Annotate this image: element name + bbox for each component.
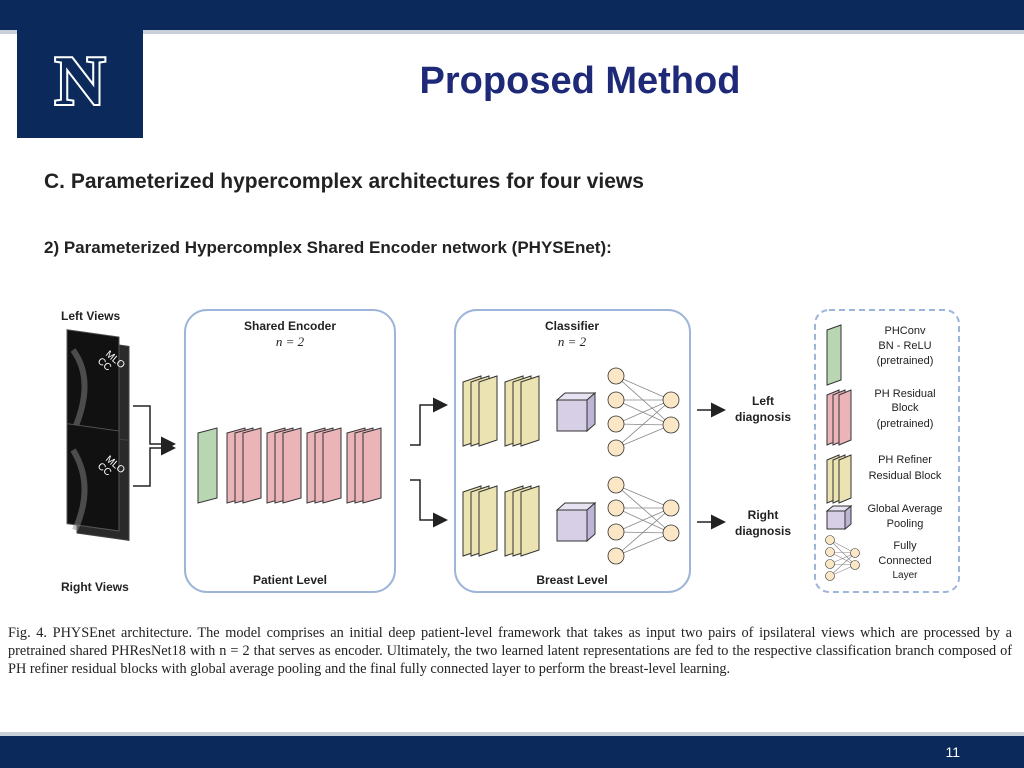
right-branch-fc-layer [607,476,680,565]
svg-text:PHConv: PHConv [885,325,926,337]
legend-refiner-block: PH Refiner Residual Block [826,454,942,504]
n-logo-icon: N [53,41,108,122]
encoder-footer: Patient Level [253,573,327,587]
legend-panel [814,309,960,593]
top-banner [0,0,1024,30]
legend-phconv: PHConv BN - ReLU (pretrained) [826,324,934,386]
svg-text:PH Refiner: PH Refiner [878,454,932,466]
classifier-footer: Breast Level [536,573,607,587]
right-mammogram-stack: MLO CC [66,423,130,541]
residual-block-3 [306,427,342,504]
svg-text:(pretrained): (pretrained) [877,418,934,430]
encoder-blocks [197,427,382,504]
bottom-banner [0,736,1024,768]
physenet-architecture-diagram: Left Views MLO CC MLO CC Right Views Sha… [61,309,960,594]
right-branch-refiner-blocks [462,485,540,557]
svg-text:Fully: Fully [893,540,917,552]
svg-text:Pooling: Pooling [887,518,924,530]
logo-letter: N [55,43,106,120]
encoder-title: Shared Encoder [244,319,336,333]
legend-pooling: Global Average Pooling [825,503,943,531]
shared-encoder-panel [184,309,396,593]
left-views-label: Left Views [61,309,120,323]
right-branch-pooling-cube [555,501,597,543]
svg-text:(pretrained): (pretrained) [877,355,934,367]
subsection-heading: 2) Parameterized Hypercomplex Shared Enc… [44,238,612,257]
right-views-label: Right Views [61,580,129,594]
arrow-encoder-to-right-branch [410,479,448,528]
legend-fully-connected: Fully Connected Layer [825,535,932,581]
left-diagnosis-line1: Left [752,394,774,408]
right-diagnosis-line2: diagnosis [735,524,791,538]
legend-residual-block: PH Residual Block (pretrained) [826,388,936,446]
svg-text:Global Average: Global Average [867,503,942,515]
encoder-n: n = 2 [276,334,305,349]
arrow-left-to-encoder [133,405,176,452]
classifier-title: Classifier [545,319,599,333]
classifier-n: n = 2 [558,334,587,349]
classifier-panel [454,309,691,593]
svg-text:Block: Block [892,402,919,414]
residual-block-4 [346,427,382,504]
page-number: 11 [945,744,960,760]
figure-caption: Fig. 4. PHYSEnet architecture. The model… [8,625,1012,677]
top-divider [0,30,1024,34]
svg-text:Residual Block: Residual Block [869,470,942,482]
svg-text:PH Residual: PH Residual [874,388,935,400]
section-heading: C. Parameterized hypercomplex architectu… [44,170,644,193]
university-n-logo: N [17,30,143,138]
left-branch-fc-layer [607,367,680,457]
svg-text:Layer: Layer [892,570,918,581]
left-branch-refiner-blocks [462,375,540,447]
arrow-encoder-to-left-branch [410,397,448,446]
arrow-right-to-encoder [133,440,176,487]
residual-block-1 [226,427,262,504]
left-mammogram-stack: MLO CC [66,329,130,447]
residual-block-2 [266,427,302,504]
svg-text:BN - ReLU: BN - ReLU [878,340,931,352]
bottom-divider [0,732,1024,736]
left-branch-pooling-cube [555,391,597,433]
page-title: Proposed Method [419,60,741,102]
right-diagnosis-line1: Right [748,508,779,522]
svg-text:Connected: Connected [878,555,931,567]
left-diagnosis-line2: diagnosis [735,410,791,424]
